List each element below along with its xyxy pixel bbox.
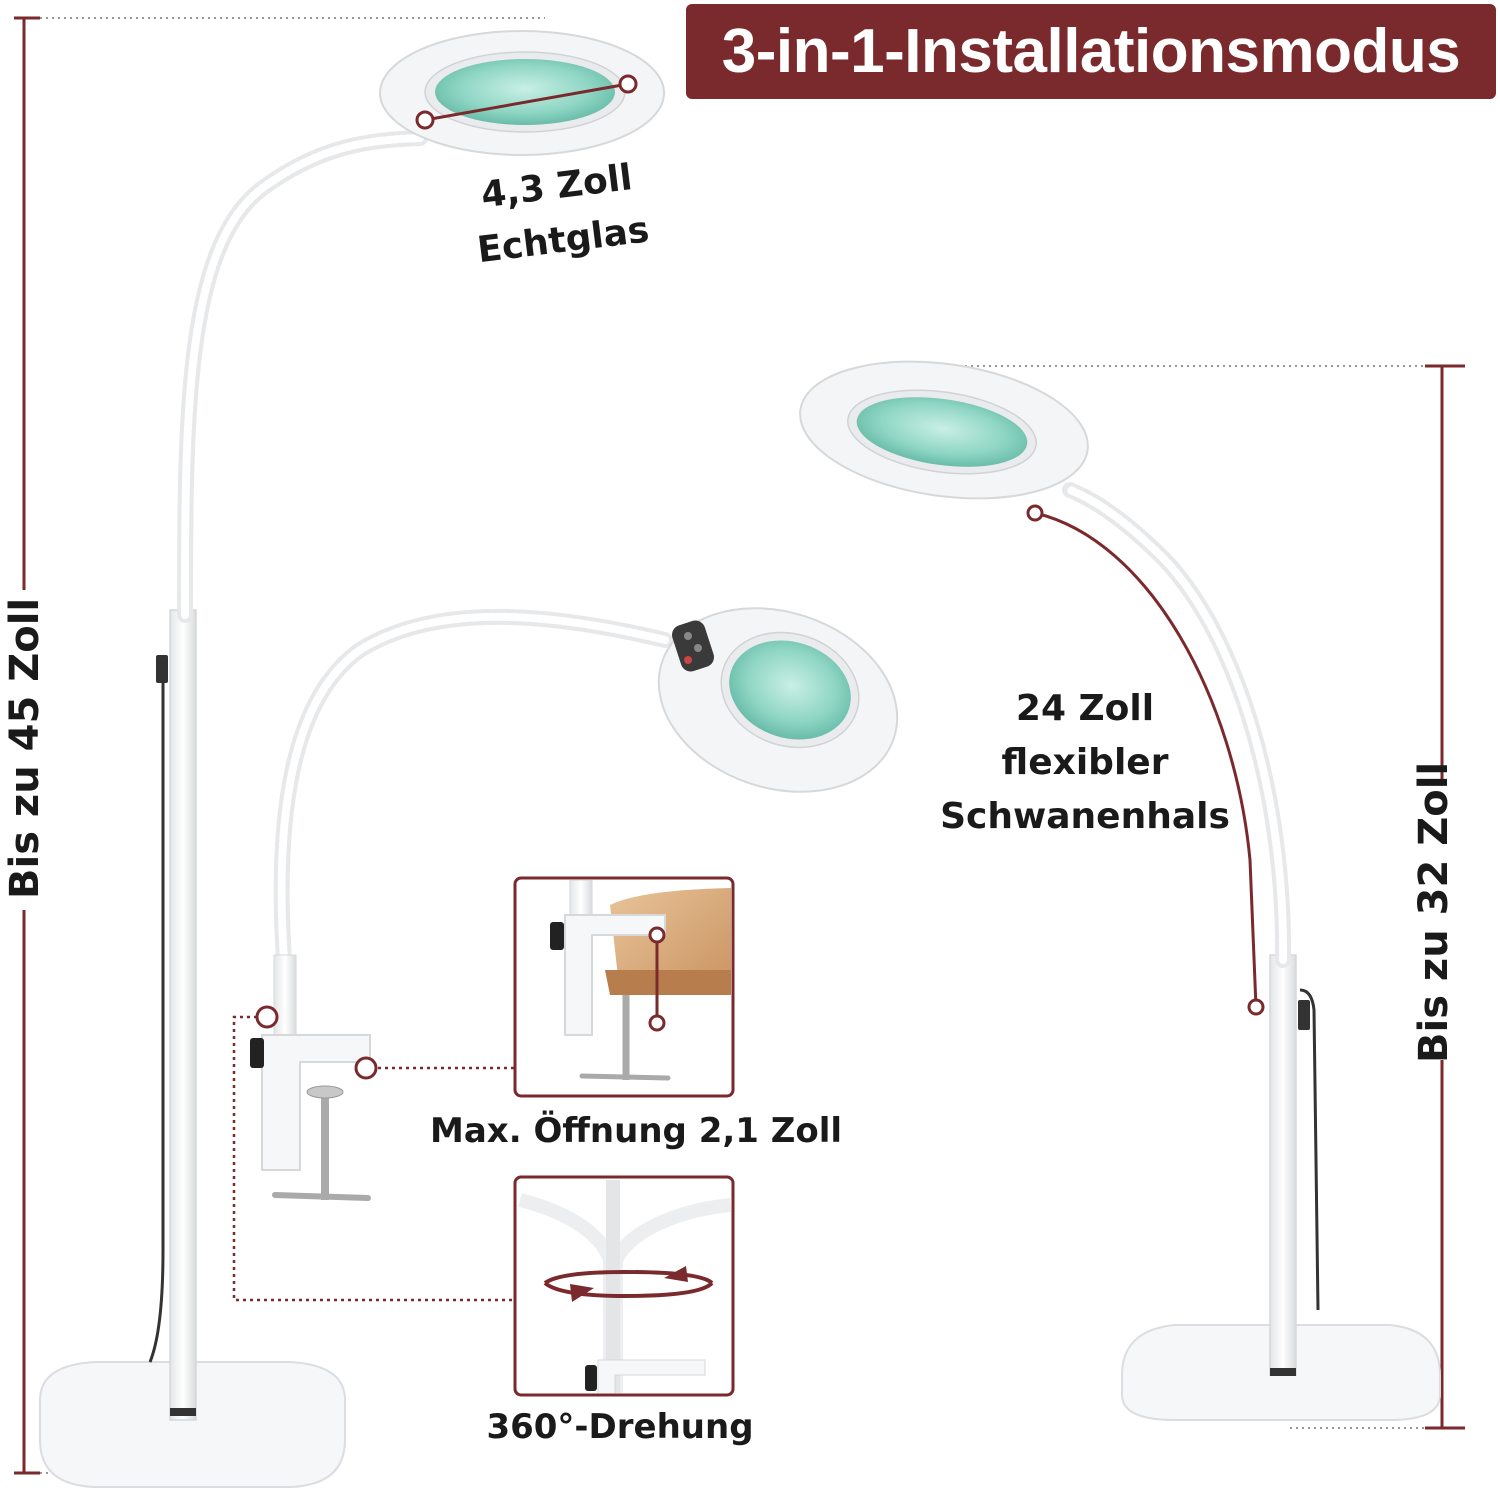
desk-lamp bbox=[799, 360, 1465, 1430]
gooseneck-label-line1: 24 Zoll bbox=[1015, 688, 1155, 729]
clamp-opening-detail bbox=[513, 876, 735, 1098]
page-title: 3-in-1-Installationsmodus bbox=[721, 17, 1461, 86]
rotation-label: 360°-Drehung bbox=[486, 1407, 754, 1447]
floor-lamp-base bbox=[39, 1361, 346, 1488]
floor-height-label: Bis zu 45 Zoll bbox=[2, 597, 48, 899]
diameter-marker bbox=[424, 82, 629, 122]
floor-lamp-pole bbox=[169, 609, 197, 1421]
control-panel bbox=[672, 620, 714, 672]
desk-height-label: Bis zu 32 Zoll bbox=[1411, 761, 1457, 1063]
gooseneck-length-marker bbox=[1034, 511, 1258, 1008]
gooseneck-label-line3: Schwanenhals bbox=[940, 796, 1230, 837]
floor-lamp-gooseneck bbox=[177, 130, 428, 623]
lens bbox=[435, 59, 615, 125]
rotation-arrows-icon bbox=[543, 1266, 714, 1302]
gooseneck-label-line2: flexibler bbox=[1001, 742, 1169, 783]
opening-label: Max. Öffnung 2,1 Zoll bbox=[430, 1111, 843, 1151]
title-banner: 3-in-1-Installationsmodus bbox=[686, 4, 1496, 99]
clamp-lamp bbox=[232, 607, 899, 1302]
rotation-detail bbox=[513, 1175, 735, 1397]
power-cable bbox=[148, 660, 165, 1363]
desk-clamp bbox=[261, 1034, 371, 1171]
gooseneck-label: 24 Zoll flexibler Schwanenhals bbox=[935, 682, 1235, 844]
desk-lamp-pole bbox=[1269, 954, 1297, 1376]
floor-lamp bbox=[14, 16, 665, 1488]
